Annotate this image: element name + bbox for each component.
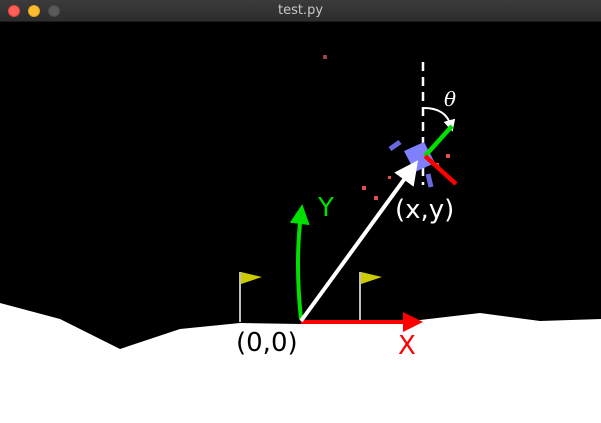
maximize-window-button[interactable] xyxy=(48,5,60,17)
y-axis-label: Y xyxy=(318,193,334,223)
right-flag xyxy=(359,272,382,322)
window-title: test.py xyxy=(277,3,324,18)
position-label: (x,y) xyxy=(395,195,455,225)
scene-canvas xyxy=(0,55,601,423)
lunar-lander-scene: Y X (x,y) (0,0) θ xyxy=(0,22,601,423)
left-flag xyxy=(239,272,262,322)
x-axis-label: X xyxy=(398,331,416,361)
lunar-terrain xyxy=(0,303,601,423)
body-x-axis xyxy=(423,154,458,186)
lander xyxy=(388,139,435,188)
body-y-axis xyxy=(423,124,454,158)
minimize-window-button[interactable] xyxy=(28,5,40,17)
title-bar: test.py xyxy=(0,0,601,22)
angle-label: θ xyxy=(444,87,457,111)
position-vector xyxy=(299,160,419,323)
close-window-button[interactable] xyxy=(8,5,20,17)
world-y-axis xyxy=(289,204,310,320)
angle-arc xyxy=(423,107,456,132)
origin-label: (0,0) xyxy=(236,328,298,358)
